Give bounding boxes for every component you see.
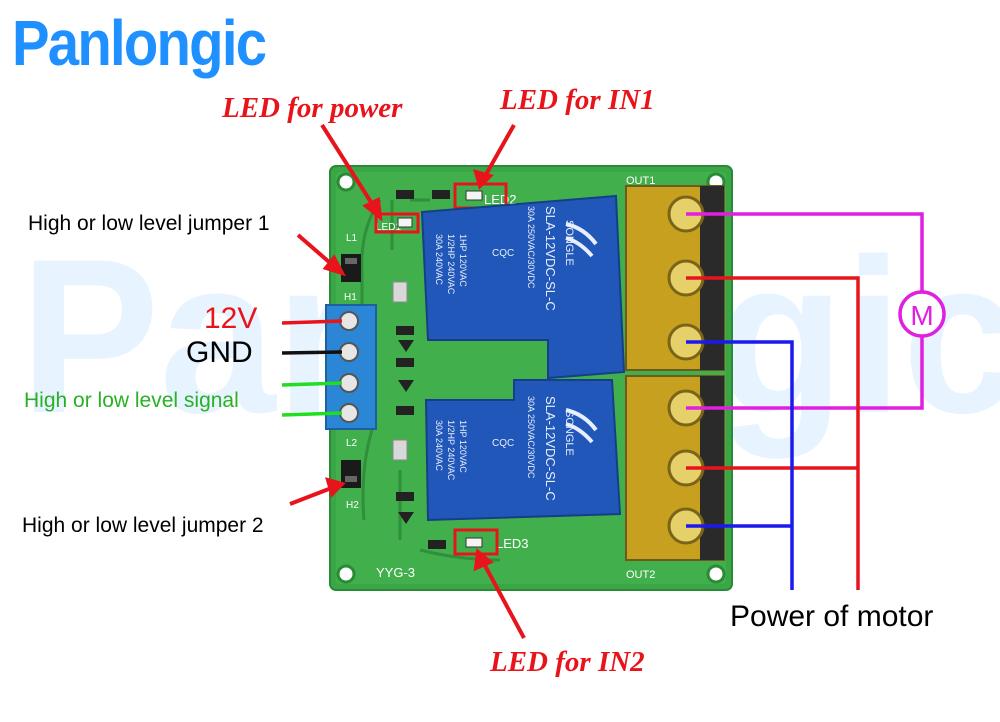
relay-1-brand: SONGLE xyxy=(563,220,575,266)
arrow-jumper-1-head xyxy=(322,254,347,277)
relay-2-rating2: 1HP 120VAC xyxy=(458,420,468,473)
relay-1-cert: CQC xyxy=(492,248,514,259)
optocoupler-2 xyxy=(392,439,408,461)
relay-1-logo-icon xyxy=(565,222,598,258)
arrow-jumper-2 xyxy=(289,485,335,506)
relay-2: SLA-12VDC-SL-C 30A 250VAC/30VDC SONGLE 1… xyxy=(424,379,622,522)
label-jumper-1: High or low level jumper 1 xyxy=(28,212,270,235)
transistor-3 xyxy=(398,512,414,524)
arrow-led-power xyxy=(320,123,378,212)
silk-h1: H1 xyxy=(344,292,357,303)
label-led-power: LED for power xyxy=(222,92,403,124)
led-power-highlight xyxy=(374,212,420,234)
jumpers xyxy=(341,254,361,488)
input-wiring xyxy=(281,319,343,417)
motor-symbol-label: M xyxy=(910,300,933,331)
smd-resistor-5 xyxy=(396,406,414,415)
mounting-hole-br xyxy=(706,564,726,584)
silk-out1: OUT1 xyxy=(626,175,655,187)
wire-12v xyxy=(281,319,343,325)
smd-resistor-6 xyxy=(396,492,414,501)
wire-motor-blue xyxy=(686,340,794,590)
transistor-1 xyxy=(398,340,414,352)
smd-resistor-4 xyxy=(396,358,414,367)
jumper-2-pin xyxy=(345,476,357,482)
jumper-1-pin xyxy=(345,258,357,264)
arrow-led-in1-head xyxy=(473,169,494,190)
wire-gnd xyxy=(281,350,343,355)
label-motor-power: Power of motor xyxy=(730,600,934,633)
pointer-arrows xyxy=(289,123,526,639)
silk-l2: L2 xyxy=(346,438,358,449)
mounting-hole-bl xyxy=(336,564,356,584)
led-indicators xyxy=(374,182,508,556)
silk-led2: LED2 xyxy=(484,192,517,207)
label-gnd: GND xyxy=(186,336,253,369)
silk-led3: LED3 xyxy=(496,536,529,551)
relay-2-rating3: 1/2HP 240VAC xyxy=(446,420,456,481)
transistor-2 xyxy=(398,380,414,392)
arrow-led-in2-head xyxy=(473,548,494,572)
relay-1-rating: 30A 250VAC/30VDC xyxy=(526,206,536,289)
led-power xyxy=(397,217,413,228)
smd-resistor-7 xyxy=(428,540,446,549)
smd-resistor-3 xyxy=(396,326,414,335)
relay-2-body xyxy=(424,379,622,522)
label-jumper-2: High or low level jumper 2 xyxy=(22,514,264,537)
relay-1-rating4: 30A 240VAC xyxy=(434,234,444,285)
wire-motor-red xyxy=(686,276,860,590)
silk-led1: LED1 xyxy=(376,222,401,233)
optocoupler-1 xyxy=(392,281,408,303)
relay-1-model: SLA-12VDC-SL-C xyxy=(543,206,558,311)
relay-2-rating4: 30A 240VAC xyxy=(434,420,444,471)
label-led-in2: LED for IN2 xyxy=(490,646,645,678)
mounting-hole-tl xyxy=(336,172,356,192)
relay-1-rating3: 1/2HP 240VAC xyxy=(446,234,456,295)
brand-logo: Panlongic xyxy=(12,7,267,79)
arrow-led-power-head xyxy=(362,196,383,222)
wire-motor-magenta xyxy=(686,212,924,410)
led-in2 xyxy=(465,537,483,548)
smd-resistor-1 xyxy=(396,190,414,199)
screw-12v xyxy=(339,311,359,331)
arrow-jumper-2-head xyxy=(325,477,346,498)
motor-wiring xyxy=(686,212,946,590)
label-12v: 12V xyxy=(204,302,258,335)
led-in1 xyxy=(465,190,483,201)
arrow-led-in2 xyxy=(480,559,526,639)
relay-2-model: SLA-12VDC-SL-C xyxy=(543,396,558,501)
screw-in1 xyxy=(339,373,359,393)
relay-2-logo-icon xyxy=(565,408,598,444)
label-led-in1: LED for IN1 xyxy=(500,84,655,116)
motor-symbol-icon xyxy=(898,290,946,338)
silk-l1: L1 xyxy=(346,233,358,244)
screw-gnd xyxy=(339,342,359,362)
smd-resistor-2 xyxy=(432,190,450,199)
input-terminal-block xyxy=(325,304,377,430)
screw-in2 xyxy=(339,403,359,423)
silk-model: YYG-3 xyxy=(376,565,415,580)
silk-out2: OUT2 xyxy=(626,569,655,581)
wire-in1 xyxy=(281,381,343,387)
silk-h2: H2 xyxy=(346,500,359,511)
pcb-traces xyxy=(360,198,501,562)
relay-2-rating: 30A 250VAC/30VDC xyxy=(526,396,536,479)
relay-1-rating2: 1HP 120VAC xyxy=(458,234,468,287)
relay-2-cert: CQC xyxy=(492,438,514,449)
label-signal: High or low level signal xyxy=(24,389,239,412)
wire-in2 xyxy=(281,411,343,417)
arrow-led-in1 xyxy=(482,124,516,179)
relay-2-brand: SONGLE xyxy=(563,410,575,456)
relay-1: SLA-12VDC-SL-C 30A 250VAC/30VDC SONGLE 1… xyxy=(420,194,626,380)
